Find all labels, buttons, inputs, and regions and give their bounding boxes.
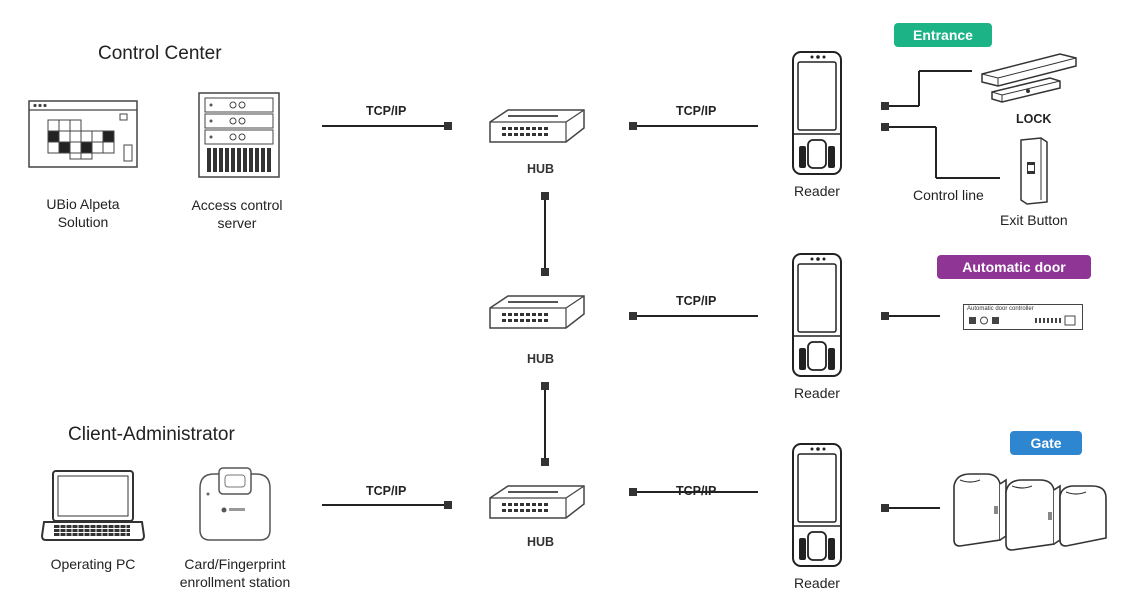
enroll-label: Card/Fingerprint enrollment station	[160, 555, 310, 591]
automatic-door-controller: Automatic door controller	[963, 304, 1083, 330]
software-window-icon	[28, 100, 138, 168]
fingerprint-reader-icon	[792, 253, 842, 377]
network-hub-icon	[489, 109, 585, 143]
fingerprint-reader-icon	[792, 443, 842, 567]
reader-label: Reader	[794, 385, 840, 401]
tcpip-label: TCP/IP	[676, 294, 717, 308]
network-hub-icon	[489, 485, 585, 519]
pc-label: Operating PC	[50, 556, 136, 572]
controller-label: Automatic door controller	[967, 306, 1034, 312]
solution-label: UBio Alpeta Solution	[33, 195, 133, 231]
enroll-label-text: Card/Fingerprint enrollment station	[179, 556, 291, 590]
exit-button-icon	[1020, 137, 1048, 205]
control-line-label: Control line	[913, 187, 984, 203]
server-rack-icon	[198, 92, 280, 178]
lock-label: LOCK	[1016, 112, 1052, 126]
entrance-badge: Entrance	[894, 23, 992, 47]
enrollment-station-icon	[199, 467, 271, 541]
hub-label: HUB	[527, 352, 555, 366]
server-label-text: Access control server	[191, 197, 283, 231]
control-center-heading: Control Center	[98, 43, 222, 64]
fingerprint-reader-icon	[792, 51, 842, 175]
turnstile-gate-icon	[953, 473, 1107, 551]
hub-label: HUB	[527, 535, 555, 549]
automatic-door-badge: Automatic door	[937, 255, 1091, 279]
network-hub-icon	[489, 295, 585, 329]
tcpip-label: TCP/IP	[366, 484, 407, 498]
laptop-icon	[40, 470, 146, 541]
exit-button-label: Exit Button	[1000, 212, 1068, 228]
server-label: Access control server	[177, 196, 297, 232]
gate-badge: Gate	[1010, 431, 1082, 455]
client-admin-heading: Client-Administrator	[68, 424, 235, 445]
hub-label: HUB	[527, 162, 555, 176]
controller-panel-icon	[969, 315, 1076, 326]
solution-label-text: UBio Alpeta Solution	[46, 196, 120, 230]
tcpip-label: TCP/IP	[366, 104, 407, 118]
reader-label: Reader	[794, 183, 840, 199]
tcpip-label: TCP/IP	[676, 484, 717, 498]
tcpip-label: TCP/IP	[676, 104, 717, 118]
reader-label: Reader	[794, 575, 840, 591]
magnetic-lock-icon	[981, 53, 1077, 103]
